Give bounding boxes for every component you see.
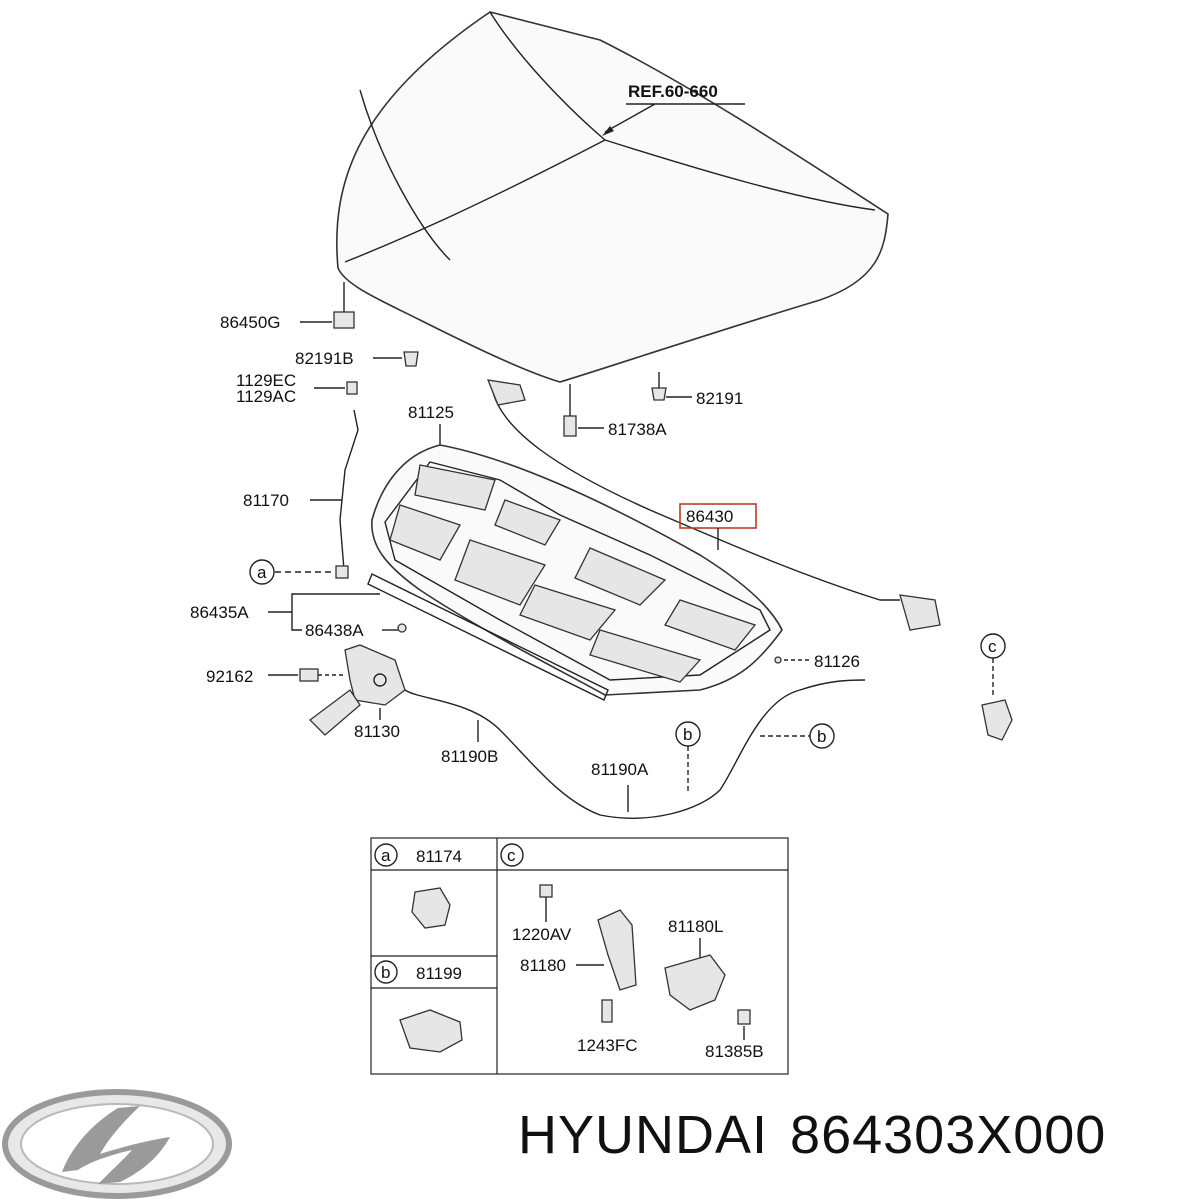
- label-1129EC: 1129EC: [236, 371, 296, 390]
- callout-a-1: a: [257, 563, 267, 582]
- seal-end-right: [899, 594, 941, 631]
- brand-name: HYUNDAI: [518, 1105, 769, 1165]
- bolt-1220AV-icon: [539, 884, 553, 898]
- label-1129AC: 1129AC: [236, 387, 296, 406]
- table-key-c: c: [507, 846, 516, 865]
- label-81190A: 81190A: [591, 760, 649, 779]
- label-92162: 92162: [206, 667, 253, 686]
- table-key-b: b: [381, 963, 390, 982]
- label-82191B: 82191B: [295, 349, 354, 368]
- label-86430: 86430: [686, 507, 733, 526]
- label-81126: 81126: [814, 652, 860, 671]
- label-81125: 81125: [408, 403, 454, 422]
- clip-81126: [774, 656, 782, 664]
- bolt-92162: [299, 668, 319, 682]
- hyundai-logo: [2, 1089, 232, 1199]
- table-part-1243FC: 1243FC: [577, 1036, 637, 1055]
- table-part-81180: 81180: [520, 956, 566, 975]
- part-number: 864303X000: [790, 1105, 1107, 1165]
- bracket-81180L-icon: [664, 954, 726, 1011]
- cable-81190B: [404, 679, 866, 819]
- hood-insulator-pad: [371, 444, 783, 696]
- label-86450G: 86450G: [220, 313, 281, 332]
- label-81738A: 81738A: [608, 420, 667, 439]
- seal-86430: [491, 387, 900, 601]
- callout-b-1: b: [683, 725, 692, 744]
- table-part-1220AV: 1220AV: [512, 925, 572, 944]
- release-lever-c: [981, 699, 1013, 741]
- table-key-a: a: [381, 846, 391, 865]
- callout-c-1: c: [988, 637, 997, 656]
- nut-81385B-icon: [737, 1009, 751, 1025]
- label-86435A: 86435A: [190, 603, 249, 622]
- table-part-81180L: 81180L: [668, 917, 723, 936]
- table-part-81385B: 81385B: [705, 1042, 764, 1061]
- bolt-1243FC-icon: [601, 999, 613, 1023]
- callout-b-2: b: [817, 727, 826, 746]
- seal-end-left: [486, 379, 526, 406]
- bumper-81738A: [563, 415, 577, 437]
- label-81170: 81170: [243, 491, 289, 510]
- hood-latch-81130: [309, 644, 406, 736]
- clip-81199-icon: [399, 1009, 463, 1053]
- clip-a: [335, 565, 349, 579]
- bolt-1129: [346, 381, 358, 395]
- clip-86450G: [333, 311, 355, 329]
- clip-86438A: [397, 623, 407, 633]
- release-handle-81180-icon: [597, 909, 637, 991]
- table-part-81199: 81199: [416, 964, 462, 983]
- ref-label: REF.60-660: [628, 82, 718, 101]
- label-81130: 81130: [354, 722, 400, 741]
- clip-81174-icon: [411, 887, 451, 929]
- footer-text: HYUNDAI 864303X000: [518, 1104, 1128, 1166]
- hood-stay-rod: [339, 409, 359, 571]
- label-81190B: 81190B: [441, 747, 498, 766]
- seal-strip-86435A: [367, 573, 609, 701]
- hood-panel: [336, 11, 889, 383]
- bumper-82191: [651, 387, 667, 401]
- label-82191: 82191: [696, 389, 743, 408]
- table-part-81174: 81174: [416, 847, 462, 866]
- label-86438A: 86438A: [305, 621, 364, 640]
- bumper-82191B: [403, 351, 419, 367]
